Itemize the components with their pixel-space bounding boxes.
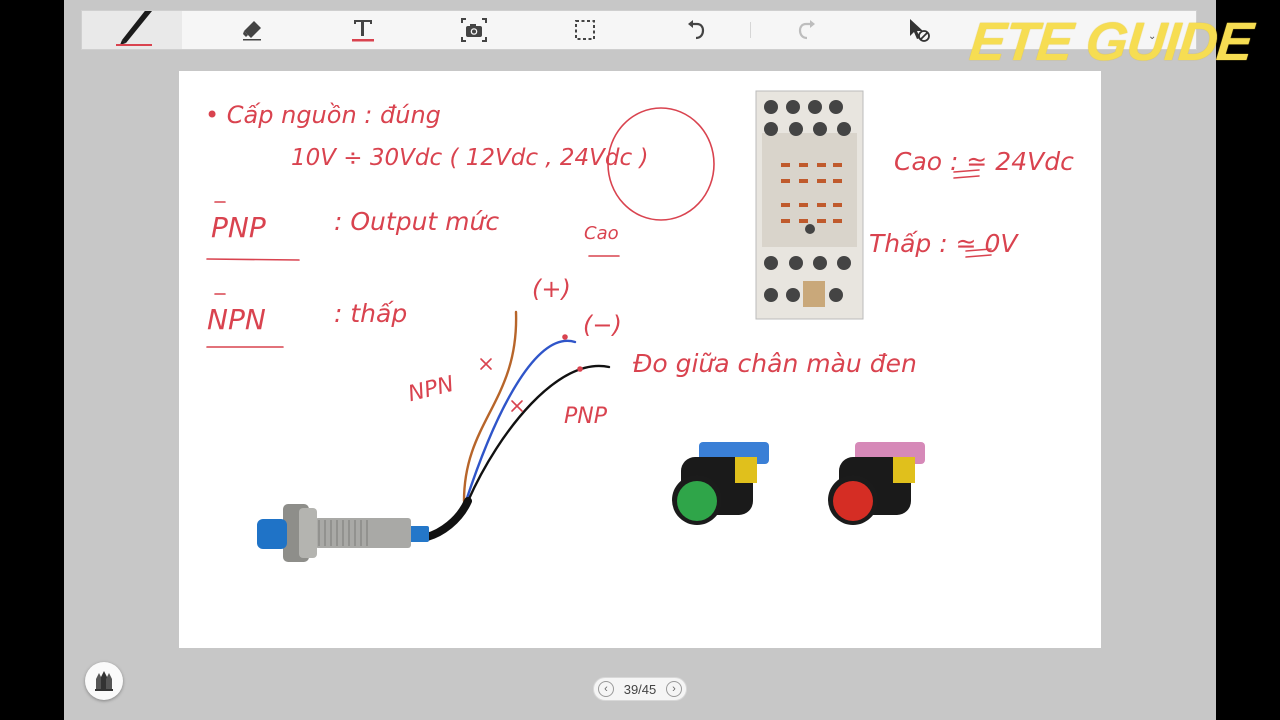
pen-icon bbox=[116, 11, 152, 46]
overflow-chevron-icon[interactable]: ⌄ bbox=[1148, 31, 1157, 42]
pen-tray-button[interactable] bbox=[85, 662, 123, 700]
screenshot-tool-button[interactable] bbox=[424, 11, 524, 49]
note-npn-label: NPN bbox=[207, 303, 266, 336]
note-npn-output: : thấp bbox=[334, 299, 408, 328]
relay-socket-image bbox=[755, 90, 864, 320]
ink-strokes bbox=[206, 107, 992, 412]
toolbar-divider bbox=[750, 22, 751, 38]
select-tool-button[interactable] bbox=[535, 11, 635, 49]
eraser-icon bbox=[243, 21, 261, 41]
pen-tool-button[interactable] bbox=[82, 11, 182, 49]
sensor-wires bbox=[462, 310, 611, 503]
toolbar: ⌄ bbox=[81, 10, 1197, 50]
red-push-button-image bbox=[828, 442, 925, 525]
pointer-off-button[interactable] bbox=[868, 11, 968, 49]
text-tool-button[interactable] bbox=[313, 11, 413, 49]
note-voltage-range: 10V ÷ 30Vdc ( 12Vdc , 24Vdc ) bbox=[291, 145, 649, 171]
green-push-button-image bbox=[672, 442, 769, 525]
note-low-voltage: Thấp : ≃ 0V bbox=[869, 229, 1018, 258]
note-pnp-output: : Output mức bbox=[334, 207, 500, 236]
pencil-set-icon bbox=[95, 671, 113, 691]
selection-icon bbox=[575, 20, 595, 40]
page-drawings bbox=[206, 90, 992, 562]
pointer-disabled-icon bbox=[910, 19, 930, 42]
previous-page-button[interactable]: ‹ bbox=[598, 681, 614, 697]
undo-button[interactable] bbox=[646, 11, 746, 49]
brand-logo: ETE GUIDE bbox=[966, 12, 1256, 72]
note-high-voltage: Cao : ≃ 24Vdc bbox=[894, 147, 1074, 176]
proximity-sensor-image bbox=[257, 497, 472, 562]
whiteboard-page[interactable]: • Cấp nguồn : đúng 10V ÷ 30Vdc ( 12Vdc ,… bbox=[179, 71, 1101, 648]
whiteboard-app: ⌄ ETE GUIDE bbox=[64, 0, 1256, 720]
undo-icon bbox=[688, 20, 705, 40]
note-power-supply: • Cấp nguồn : đúng bbox=[205, 101, 441, 129]
note-minus-terminal: (−) bbox=[583, 311, 622, 339]
note-measure-black-wire: Đo giữa chân màu đen bbox=[633, 349, 917, 378]
note-plus-terminal: (+) bbox=[532, 275, 571, 303]
redo-icon bbox=[798, 20, 815, 40]
redo-button[interactable] bbox=[757, 11, 857, 49]
next-page-button[interactable]: › bbox=[665, 681, 682, 697]
text-icon bbox=[352, 20, 374, 42]
page-navigator: ‹ 39/45 › bbox=[593, 677, 687, 701]
note-pnp-label: PNP bbox=[211, 211, 266, 244]
note-cao-word: Cao bbox=[584, 223, 619, 244]
eraser-tool-button[interactable] bbox=[202, 11, 302, 49]
page-indicator: 39/45 bbox=[623, 681, 657, 697]
note-pnp-wire: PNP bbox=[564, 404, 607, 429]
camera-icon bbox=[461, 18, 487, 42]
